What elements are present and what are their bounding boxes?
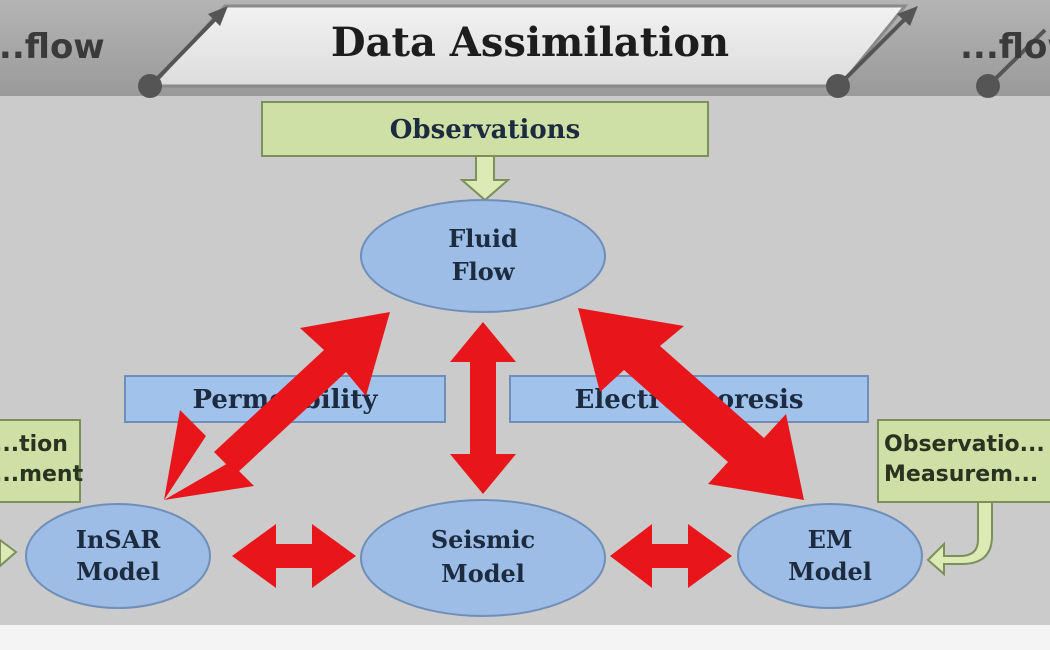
em-label-line2: Model <box>788 557 872 586</box>
bottom-white-strip <box>0 625 1050 650</box>
arrow-fluid-seismic <box>450 322 516 494</box>
right-measurement-box <box>877 419 1050 503</box>
seismic-model-node <box>360 499 606 617</box>
right-connector-line <box>836 12 912 88</box>
fluid-flow-node <box>360 199 606 313</box>
observations-box <box>261 101 709 157</box>
insar-label-line1: InSAR <box>76 525 162 554</box>
right-connector-arrowhead <box>897 6 918 26</box>
arrow-fluid-em <box>578 308 804 500</box>
insar-label-line2: Model <box>76 557 160 586</box>
left-flow-label: ...flow <box>0 27 105 67</box>
title-text: Data Assimilation <box>331 19 729 66</box>
left-connector-arrowhead <box>208 6 228 26</box>
insar-model-node <box>25 503 211 609</box>
fluid-flow-label-line2: Flow <box>452 257 516 286</box>
right-measurement-line2: Measurem... <box>884 462 1038 487</box>
observations-label: Observations <box>390 115 580 145</box>
left-measurement-line1: ...tion <box>0 432 68 457</box>
em-label-line1: EM <box>808 525 853 554</box>
seismic-label-line1: Seismic <box>431 525 535 554</box>
observations-connector-arrow <box>459 155 511 202</box>
far-right-connector-dot <box>976 74 1000 98</box>
left-measurement-connector <box>0 538 18 568</box>
arrow-seismic-em <box>610 524 732 588</box>
left-measurement-line2: ...ment <box>0 462 84 487</box>
right-measurement-line1: Observatio... <box>884 432 1045 457</box>
left-connector-line <box>148 10 224 88</box>
em-model-node <box>737 503 923 609</box>
right-connector-dot <box>826 74 850 98</box>
seismic-label-line2: Model <box>441 559 525 588</box>
arrow-fluid-insar <box>214 312 390 474</box>
left-measurement-box <box>0 419 81 503</box>
arrow-fluid-insar-lower-head <box>164 462 254 500</box>
far-right-connector-line <box>986 28 1047 88</box>
right-flow-label: ...flow <box>960 27 1050 67</box>
right-measurement-connector <box>926 501 993 577</box>
left-connector-dot <box>138 74 162 98</box>
arrow-insar-seismic <box>232 524 356 588</box>
fluid-flow-label-line1: Fluid <box>448 224 518 253</box>
arrow-fluid-insar-lower-head-b <box>164 410 206 500</box>
